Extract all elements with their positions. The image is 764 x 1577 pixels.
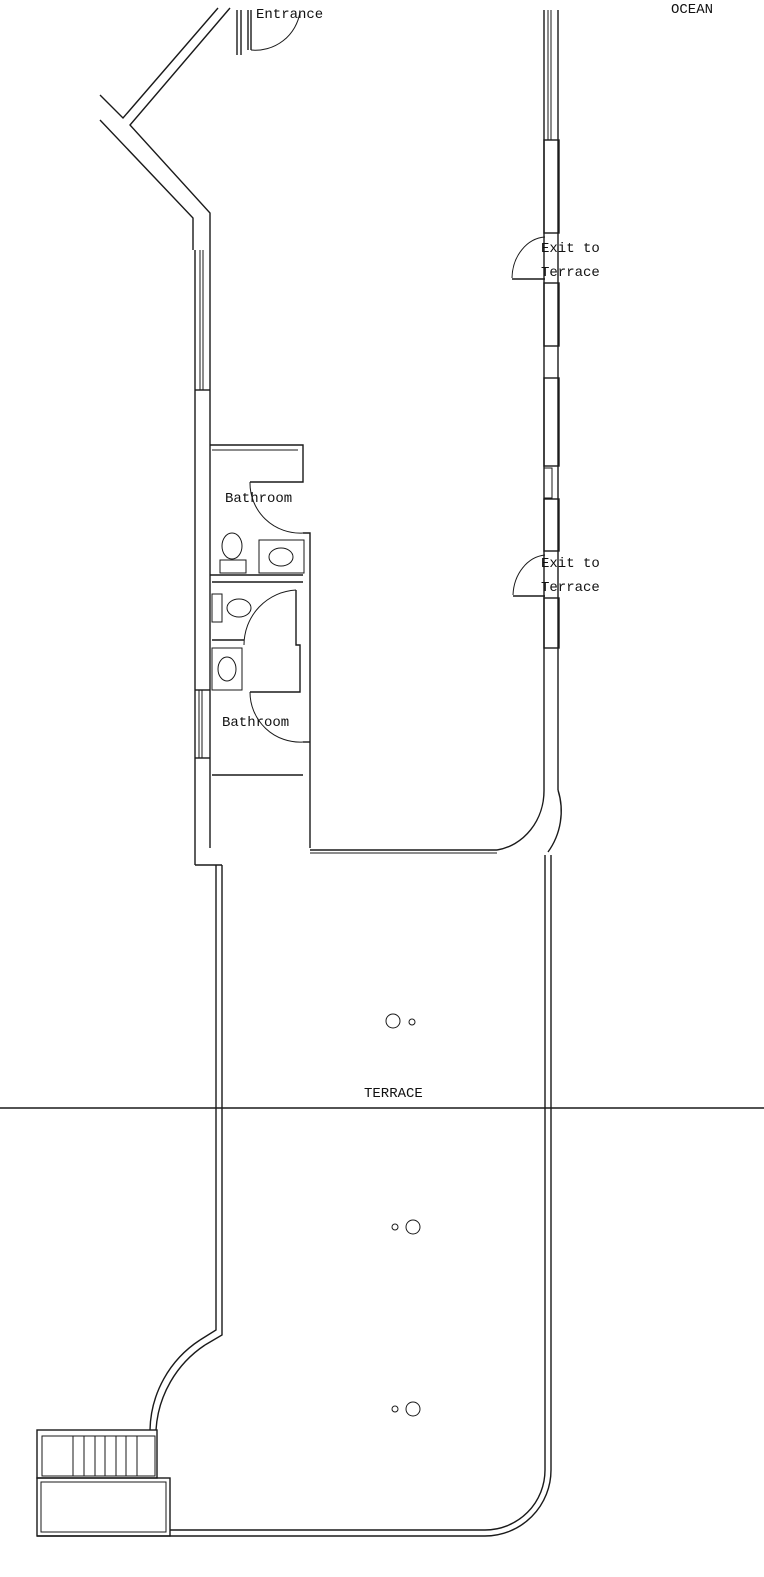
terrace-label: TERRACE: [362, 1086, 425, 1102]
post-icon: [391, 1223, 399, 1231]
bathroom-label-1: Bathroom: [225, 491, 293, 507]
stairs: [36, 1429, 171, 1537]
angled-entry-walls: [99, 7, 231, 250]
terrace-posts: [385, 1013, 421, 1417]
bathrooms: [210, 444, 311, 848]
ocean-label: OCEAN: [671, 2, 714, 18]
post-icon: [405, 1401, 421, 1417]
post-icon: [385, 1013, 401, 1029]
exit-label-2-line1: Exit to: [541, 556, 600, 572]
exit-label-1-line2: Terrace: [541, 265, 600, 281]
exit-label-1-line1: Exit to: [541, 241, 600, 257]
entrance-label: Entrance: [256, 7, 324, 23]
bathroom-label-2: Bathroom: [222, 715, 290, 731]
exit-label-2-line2: Terrace: [541, 580, 600, 596]
post-icon: [408, 1018, 416, 1026]
post-icon: [391, 1405, 399, 1413]
post-icon: [405, 1219, 421, 1235]
left-building-wall: [194, 250, 222, 866]
terrace-outline: [0, 855, 764, 1537]
entrance-door: [236, 10, 301, 55]
ocean-side-wall: [310, 10, 562, 854]
